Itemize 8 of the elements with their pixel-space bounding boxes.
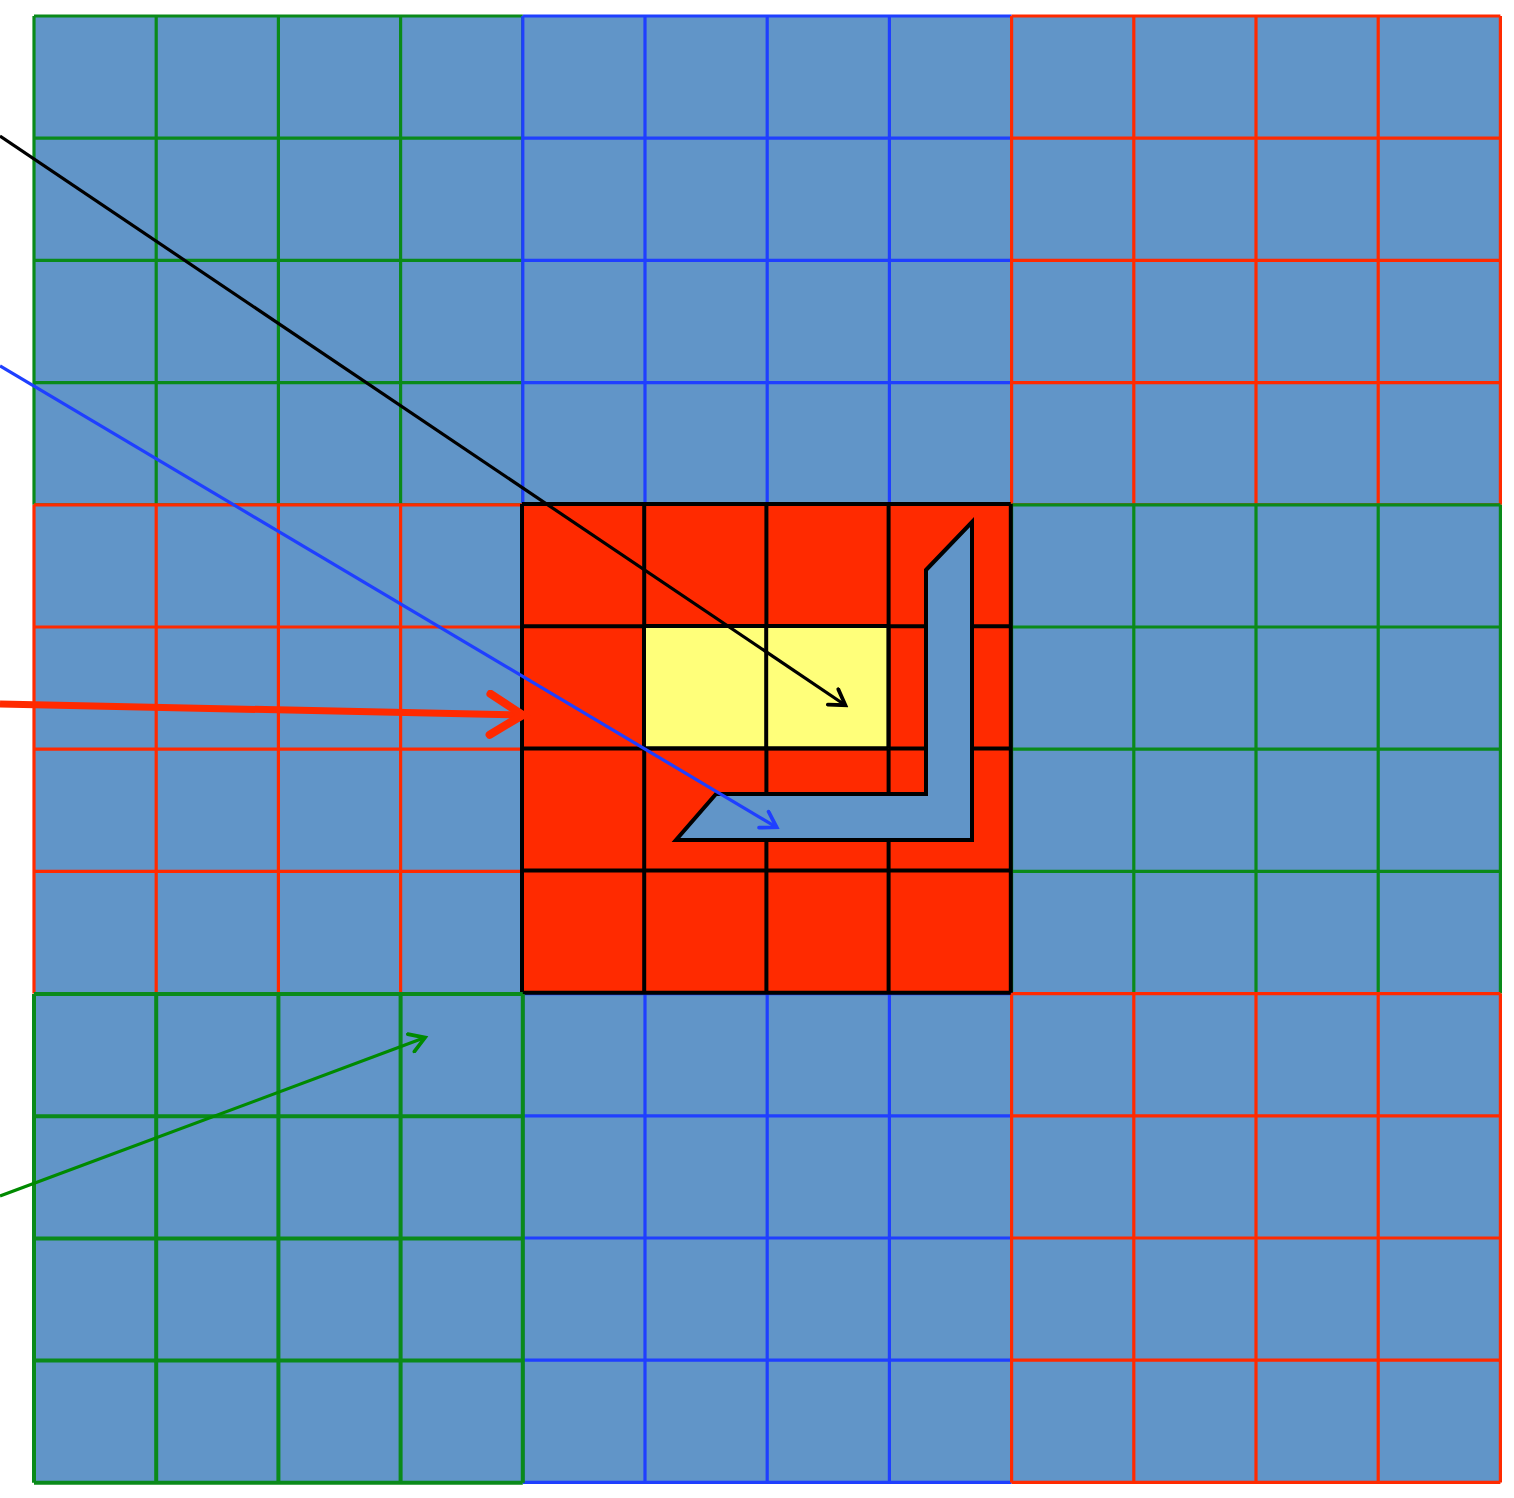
- arrow: [0, 1032, 427, 1198]
- arrow: [0, 134, 848, 708]
- center-block: [522, 504, 1012, 994]
- arrow: [0, 689, 527, 739]
- l-shaped-polygon: [675, 521, 972, 840]
- arrow: [0, 364, 779, 830]
- grid-block: [34, 993, 523, 1483]
- highlighted-cells: [644, 626, 890, 750]
